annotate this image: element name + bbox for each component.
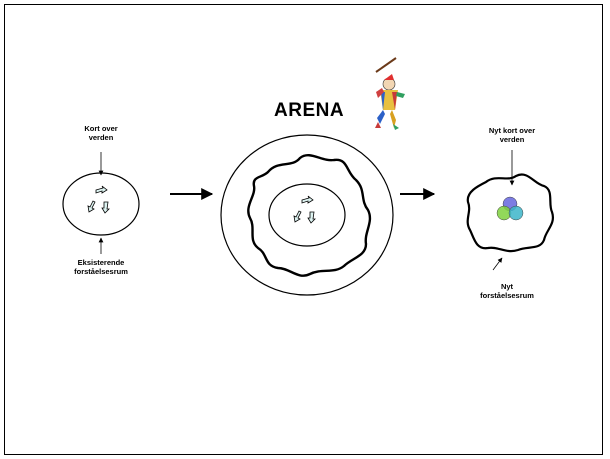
arena-inner-circle (268, 183, 346, 247)
harlequin-juggler-icon (375, 57, 405, 130)
label-map-of-world: Kort over verden (84, 124, 118, 142)
arena-outer-circle (220, 134, 394, 296)
existing-space-circle (62, 172, 140, 236)
arena-blob-boundary (247, 154, 372, 277)
new-space-blob (466, 173, 554, 253)
label-new-understanding-space: Nyt forståelsesrum (480, 282, 534, 300)
circular-arrows-icon-left (87, 185, 110, 214)
slide-frame (4, 4, 603, 455)
overlapping-circles-icon (496, 196, 524, 221)
space-pointer-right (492, 257, 503, 271)
label-new-map-of-world: Nyt kort over verden (488, 126, 536, 144)
arena-title: ARENA (274, 100, 345, 121)
label-existing-understanding-space: Eksisterende forståelsesrum (74, 258, 128, 276)
circular-arrows-icon-center (293, 195, 316, 224)
